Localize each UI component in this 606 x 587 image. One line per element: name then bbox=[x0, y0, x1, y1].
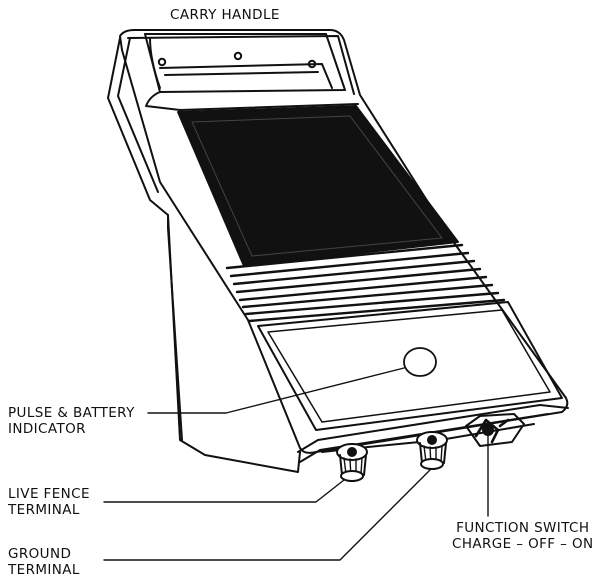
label-line: PULSE & BATTERY bbox=[8, 405, 135, 421]
leader-ground-terminal bbox=[103, 469, 431, 561]
label-carry-handle: CARRY HANDLE bbox=[170, 7, 280, 23]
label-line: FUNCTION SWITCH bbox=[456, 520, 590, 536]
label-line: CHARGE – OFF – ON bbox=[452, 536, 594, 552]
handle-screw-icon bbox=[307, 59, 317, 69]
leader-live-terminal bbox=[103, 479, 345, 503]
live-fence-terminal bbox=[336, 443, 368, 482]
front-panel bbox=[257, 301, 563, 431]
label-pulse-battery-indicator: PULSE & BATTERY INDICATOR bbox=[8, 405, 135, 437]
ground-terminal bbox=[416, 431, 448, 470]
label-function-switch: FUNCTION SWITCH CHARGE – OFF – ON bbox=[452, 520, 594, 552]
label-line: TERMINAL bbox=[8, 562, 80, 578]
housing-front bbox=[119, 29, 569, 454]
handle-screw-icon bbox=[157, 57, 167, 67]
housing-side bbox=[107, 37, 301, 473]
label-line: LIVE FENCE bbox=[8, 486, 90, 502]
label-ground-terminal: GROUND TERMINAL bbox=[8, 546, 80, 578]
solar-panel bbox=[177, 105, 459, 267]
label-live-fence-terminal: LIVE FENCE TERMINAL bbox=[8, 486, 90, 518]
label-line: TERMINAL bbox=[8, 502, 80, 518]
label-line: GROUND bbox=[8, 546, 72, 562]
leader-lines bbox=[103, 367, 489, 561]
pulse-indicator-lens bbox=[403, 347, 437, 377]
handle-screw-icon bbox=[233, 51, 243, 61]
leader-pulse-indicator bbox=[147, 367, 405, 414]
carry-handle bbox=[144, 33, 359, 111]
vent-ridges bbox=[225, 243, 506, 323]
label-line: INDICATOR bbox=[8, 421, 86, 437]
function-switch bbox=[465, 413, 525, 447]
